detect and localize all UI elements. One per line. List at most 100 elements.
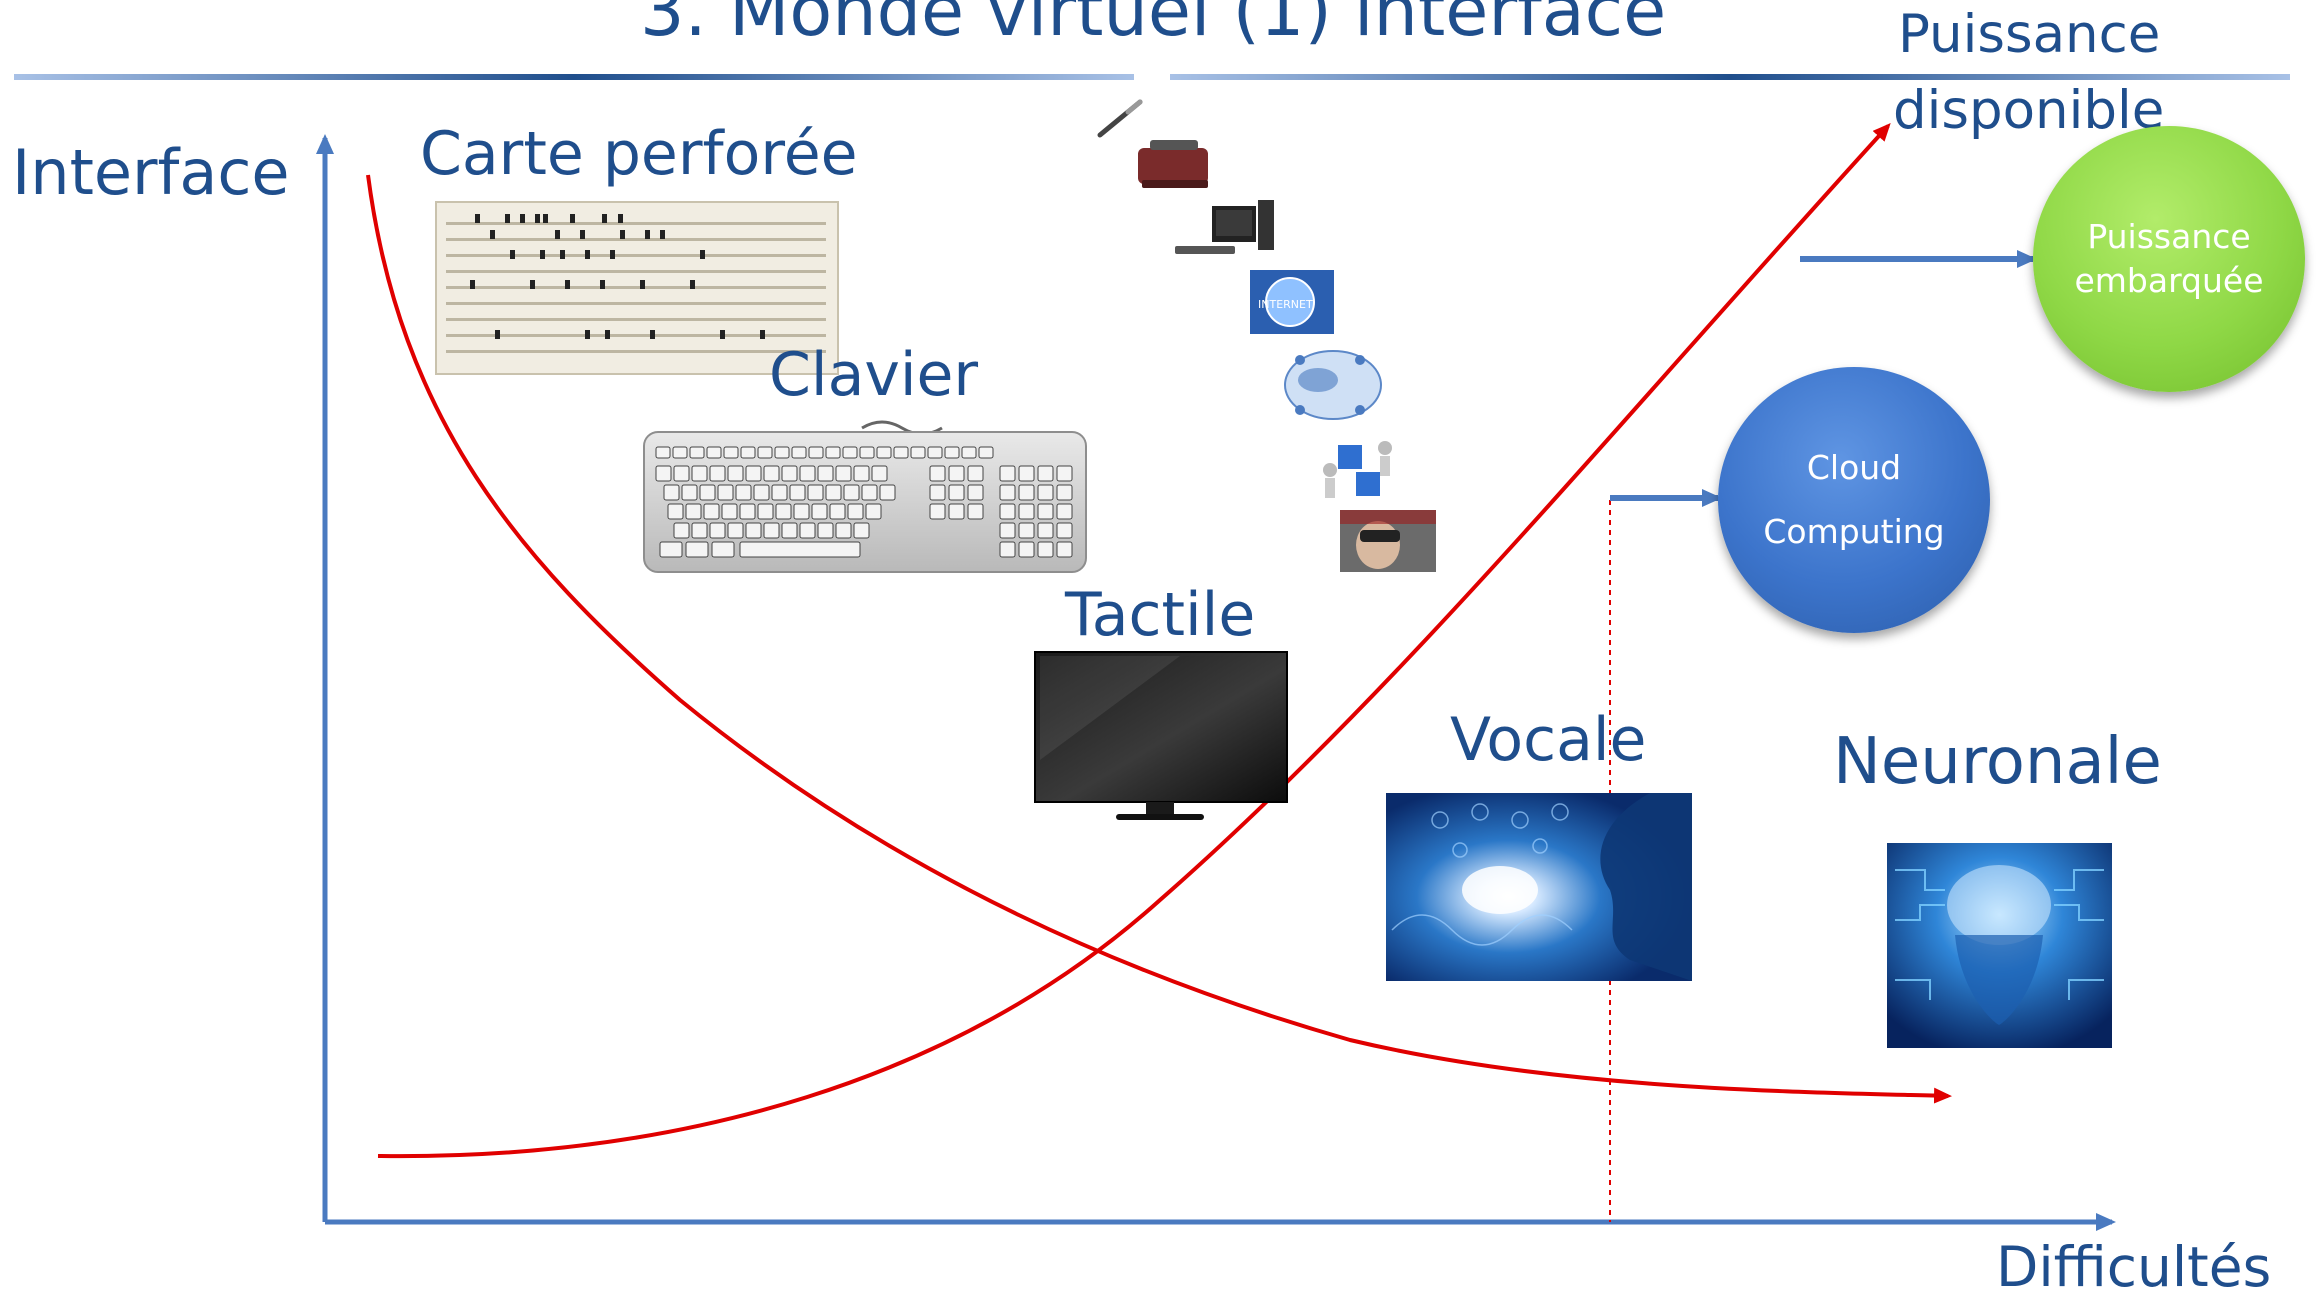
keyboard-key — [793, 503, 810, 520]
keyboard-key — [727, 522, 744, 539]
keyboard-numpad-key — [1018, 541, 1035, 558]
keyboard-key — [667, 503, 684, 520]
keyboard-key — [745, 465, 762, 482]
keyboard-key — [871, 465, 888, 482]
slide-title: 3. Monde virtuel (1) interface — [640, 0, 1667, 52]
html-people-icon — [1323, 441, 1392, 498]
keyboard-numpad-key — [1018, 484, 1035, 501]
cloud-computing-icon — [1284, 350, 1382, 420]
y-axis-label: Interface — [12, 136, 290, 209]
keyboard-key — [727, 465, 744, 482]
keyboard-numpad-key — [1056, 522, 1073, 539]
keyboard-numpad-key — [1037, 465, 1054, 482]
keyboard-numpad-key — [1018, 465, 1035, 482]
neural-image — [1887, 843, 2112, 1048]
keyboard-key — [927, 446, 943, 459]
keyboard-key — [893, 446, 909, 459]
keyboard-key — [763, 465, 780, 482]
embedded-power-line1: Puissance — [2087, 217, 2251, 256]
neural-label: Neuronale — [1833, 725, 2162, 799]
keyboard-key — [775, 503, 792, 520]
keyboard-key — [944, 446, 960, 459]
cloud-computing-line1: Cloud — [1806, 448, 1902, 487]
keyboard-nav-key — [967, 465, 984, 482]
keyboard-key — [853, 465, 870, 482]
keyboard-numpad-key — [999, 541, 1016, 558]
keyboard-key — [791, 446, 807, 459]
punch-card-label: Carte perforée — [420, 119, 858, 189]
keyboard-key — [774, 446, 790, 459]
keyboard-key — [659, 541, 683, 558]
keyboard-numpad-key — [999, 522, 1016, 539]
keyboard-key — [853, 522, 870, 539]
keyboard-key — [655, 446, 671, 459]
keyboard-numpad-key — [1056, 484, 1073, 501]
keyboard-image — [643, 420, 1087, 573]
keyboard-key — [763, 522, 780, 539]
keyboard-numpad-key — [999, 503, 1016, 520]
keyboard-key — [672, 446, 688, 459]
keyboard-key — [735, 484, 752, 501]
keyboard-key — [703, 503, 720, 520]
keyboard-key — [835, 465, 852, 482]
internet-globe-icon: INTERNET — [1250, 270, 1334, 334]
keyboard-key — [663, 484, 680, 501]
typewriter-icon — [1138, 140, 1208, 188]
keyboard-key — [691, 522, 708, 539]
keyboard-numpad-key — [1037, 522, 1054, 539]
keyboard-key — [655, 465, 672, 482]
keyboard-numpad-key — [1018, 503, 1035, 520]
keyboard-key — [842, 446, 858, 459]
keyboard-numpad-key — [1056, 465, 1073, 482]
keyboard-key — [799, 522, 816, 539]
keyboard-key — [709, 522, 726, 539]
cloud-computing-line2: Computing — [1763, 512, 1945, 551]
pen-icon — [1097, 99, 1143, 138]
keyboard-key — [699, 484, 716, 501]
keyboard-numpad-key — [999, 484, 1016, 501]
keyboard-key — [740, 446, 756, 459]
keyboard-nav-key — [948, 484, 965, 501]
keyboard-numpad-key — [1037, 541, 1054, 558]
keyboard-key — [781, 522, 798, 539]
keyboard-key — [757, 446, 773, 459]
interface-difficulty-curve — [366, 174, 1952, 1104]
header-rule — [14, 74, 2290, 80]
available-power-label-line2: disponible — [1893, 80, 2165, 141]
axes — [316, 134, 2116, 1231]
keyboard-key — [745, 522, 762, 539]
keyboard-key — [689, 446, 705, 459]
keyboard-key — [753, 484, 770, 501]
keyboard-key — [825, 446, 841, 459]
available-power-label-line1: Puissance — [1898, 4, 2161, 65]
keyboard-key — [691, 465, 708, 482]
keyboard-key — [847, 503, 864, 520]
touch-label: Tactile — [1065, 580, 1256, 650]
cloud-computing-bubble: Cloud Computing — [1718, 367, 1990, 633]
keyboard-key — [808, 446, 824, 459]
embedded-power-line2: embarquée — [2074, 261, 2264, 300]
keyboard-key — [861, 484, 878, 501]
keyboard-nav-key — [967, 484, 984, 501]
keyboard-key — [910, 446, 926, 459]
keyboard-key — [835, 522, 852, 539]
keyboard-key — [711, 541, 735, 558]
keyboard-key — [811, 503, 828, 520]
keyboard-key — [829, 503, 846, 520]
keyboard-key — [771, 484, 788, 501]
keyboard-nav-key — [948, 503, 965, 520]
keyboard-key — [879, 484, 896, 501]
keyboard-key — [709, 465, 726, 482]
keyboard-key — [807, 484, 824, 501]
keyboard-key — [817, 522, 834, 539]
keyboard-key — [859, 446, 875, 459]
keyboard-key — [978, 446, 994, 459]
keyboard-numpad-key — [1018, 522, 1035, 539]
keyboard-key — [781, 465, 798, 482]
keyboard-key — [739, 503, 756, 520]
keyboard-nav-key — [967, 503, 984, 520]
keyboard-numpad-key — [1056, 503, 1073, 520]
voice-image — [1386, 793, 1692, 981]
keyboard-key — [825, 484, 842, 501]
